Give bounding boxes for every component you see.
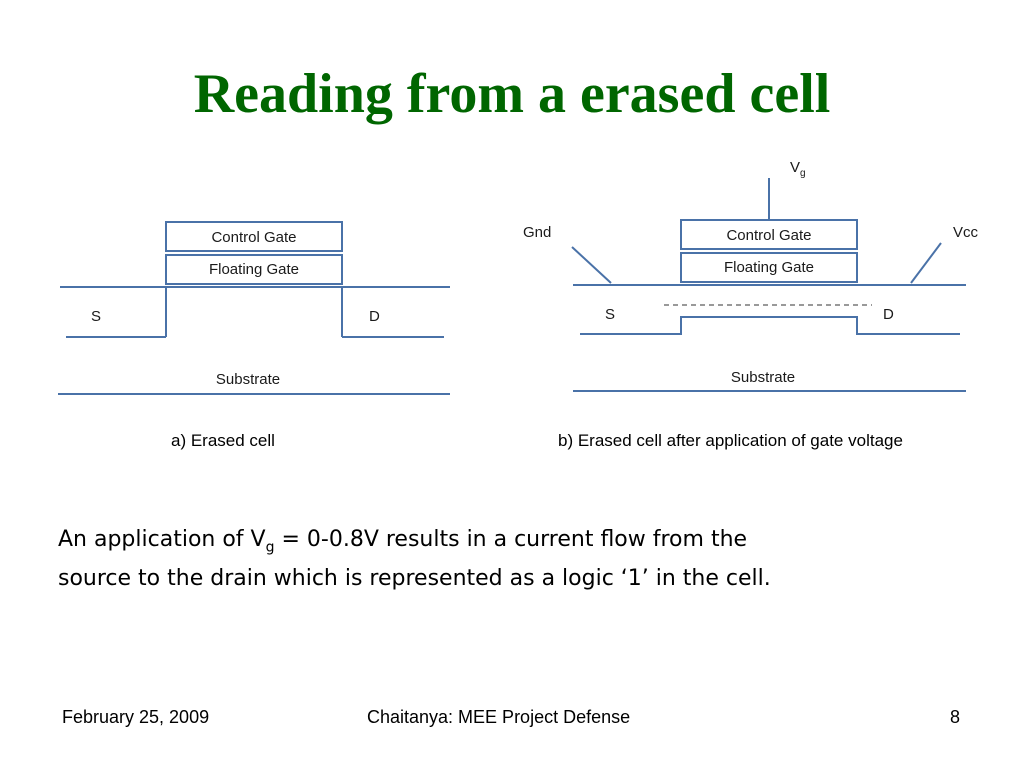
footer-presentation-title: Chaitanya: MEE Project Defense: [367, 707, 631, 727]
gnd-label: Gnd: [523, 224, 551, 241]
diagram-a-erased-cell: [58, 221, 450, 395]
explanation-line-2: source to the drain which is represented…: [58, 566, 771, 592]
gate-voltage-label: Vg: [790, 159, 806, 179]
control-gate-box-b: [680, 219, 858, 250]
substrate-label-b: Substrate: [731, 369, 795, 386]
floating-gate-label-b: Floating Gate: [724, 259, 814, 276]
control-gate-box-a: [165, 221, 343, 252]
floating-gate-label-a: Floating Gate: [209, 261, 299, 278]
explanation-line-1: An application of Vg = 0-0.8V results in…: [58, 527, 748, 556]
inversion-channel-b: [580, 316, 960, 335]
drain-label-a: D: [369, 308, 380, 325]
diagram-b-gate-voltage-cell: [571, 178, 966, 392]
slide-title: Reading from a erased cell: [193, 63, 831, 125]
caption-gate-voltage: b) Erased cell after application of gate…: [558, 431, 903, 450]
source-label-b: S: [605, 306, 615, 323]
footer-date: February 25, 2009: [62, 707, 210, 727]
caption-erased-cell: a) Erased cell: [171, 431, 275, 450]
floating-gate-box-b: [680, 252, 858, 283]
floating-gate-box-a: [165, 254, 343, 285]
substrate-label-a: Substrate: [216, 371, 280, 388]
drain-label-b: D: [883, 306, 894, 323]
control-gate-label-a: Control Gate: [211, 229, 296, 246]
vcc-lead: [910, 242, 942, 284]
control-gate-label-b: Control Gate: [726, 227, 811, 244]
source-label-a: S: [91, 308, 101, 325]
vcc-label: Vcc: [953, 224, 979, 241]
explanation-text: An application of Vg = 0-0.8V results in…: [58, 524, 958, 595]
footer-page-number: 8: [950, 707, 961, 727]
gnd-lead: [571, 246, 612, 284]
